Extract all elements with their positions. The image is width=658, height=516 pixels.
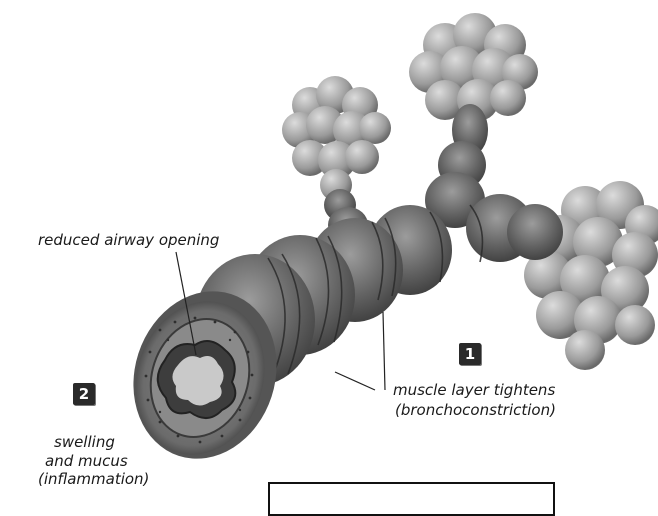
label-muscle-line2: (bronchoconstriction) [395, 401, 556, 420]
label-reduced-airway: reduced airway opening [38, 231, 219, 250]
label-swelling-line1: swelling [54, 433, 115, 452]
caption-box [268, 482, 555, 516]
narrowed-lumen [172, 356, 223, 406]
label-swelling-line2: and mucus [45, 452, 128, 471]
label-muscle-line1: muscle layer tightens [393, 381, 555, 400]
pointer-muscle-2 [335, 372, 375, 390]
alveoli-cluster-left [282, 76, 391, 201]
asthma-airway-diagram: reduced airway opening 1 muscle layer ti… [0, 0, 658, 499]
pointer-muscle-1 [383, 312, 385, 390]
label-swelling-line3: (inflammation) [38, 470, 149, 489]
badge-2: 2 [73, 383, 95, 405]
badge-1: 1 [459, 343, 481, 365]
